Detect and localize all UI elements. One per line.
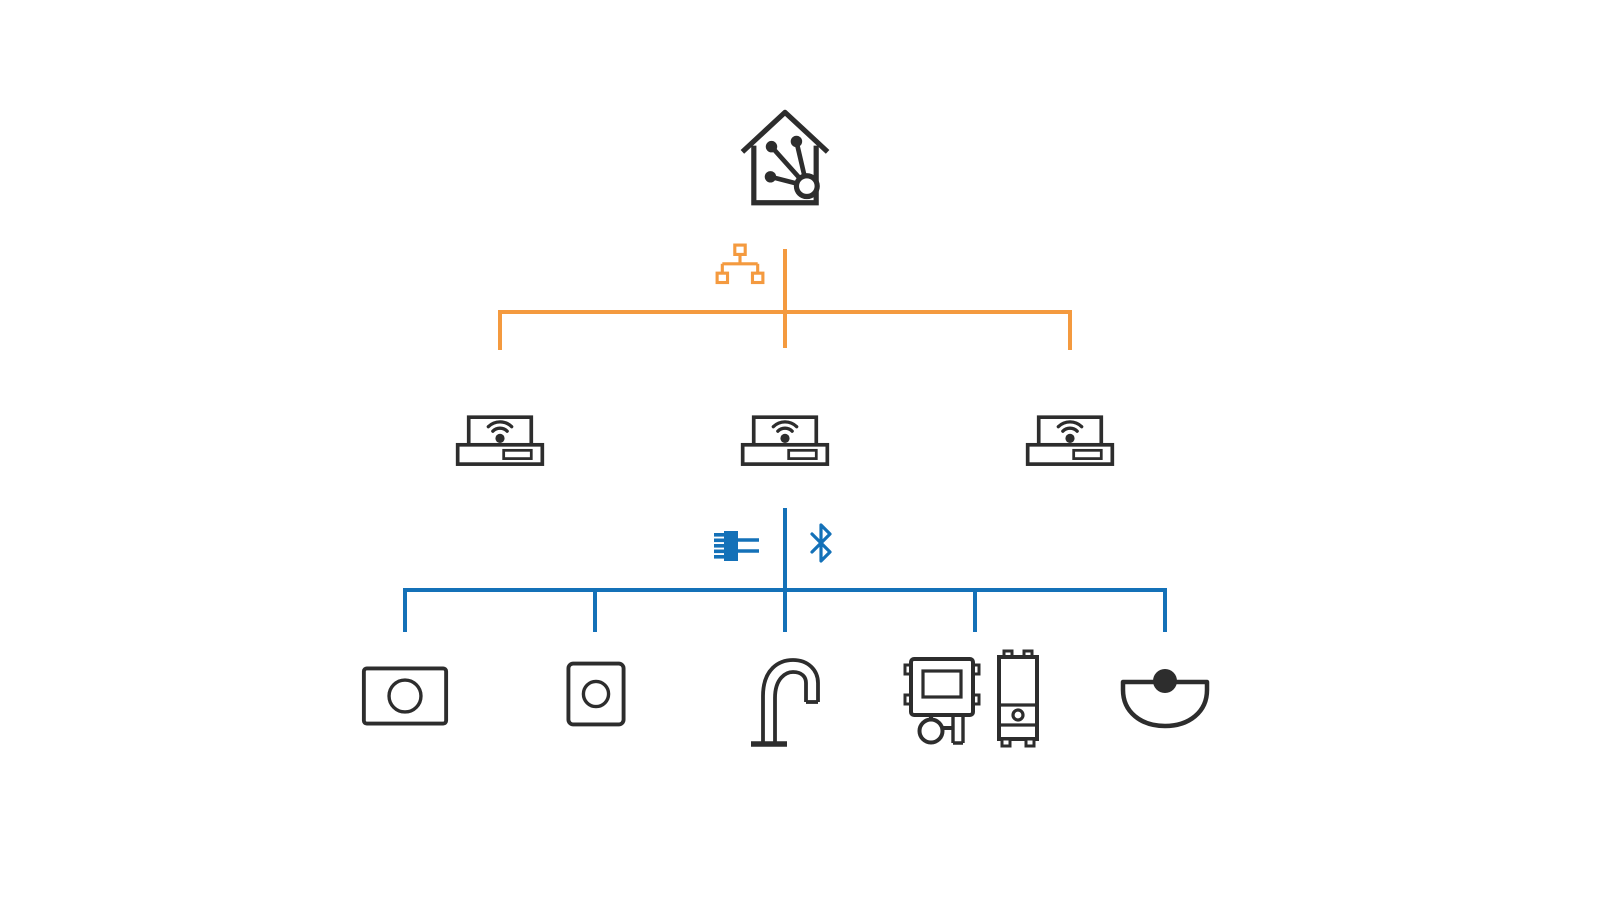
device-drop-line-1 xyxy=(403,588,407,632)
device-protocol-badge-wired xyxy=(712,527,760,565)
device-protocol-badge-bluetooth xyxy=(808,521,834,565)
smart-home-icon xyxy=(740,109,830,206)
wifi-gateway-icon xyxy=(1025,415,1115,466)
device-trunk-line xyxy=(783,508,787,632)
flush-valve-module-icon xyxy=(903,649,1039,748)
device-bus-line xyxy=(403,588,1167,592)
wired-bus-connector-icon xyxy=(714,531,759,561)
flush-actuator-plate-icon xyxy=(361,666,449,726)
compact-actuator-plate-icon xyxy=(566,661,626,727)
device-node-2 xyxy=(566,661,626,727)
bluetooth-icon xyxy=(810,523,832,563)
urinal-sensor-icon xyxy=(1120,669,1210,729)
gateway-node-1 xyxy=(454,392,546,470)
device-drop-line-2 xyxy=(593,588,597,632)
device-node-4 xyxy=(903,645,1043,753)
ethernet-lan-icon xyxy=(715,243,765,285)
device-node-1 xyxy=(361,666,449,726)
wifi-gateway-icon xyxy=(740,415,830,466)
device-node-3 xyxy=(746,652,824,747)
lan-bus-line xyxy=(498,310,1072,314)
lan-trunk-line xyxy=(783,249,787,348)
faucet-icon xyxy=(751,658,820,747)
lan-protocol-badge xyxy=(715,243,765,295)
gateway-node-3 xyxy=(1024,392,1116,470)
device-node-5 xyxy=(1119,668,1211,732)
lan-drop-line-right xyxy=(1068,310,1072,350)
wifi-gateway-icon xyxy=(455,415,545,466)
device-drop-line-5 xyxy=(1163,588,1167,632)
device-drop-line-4 xyxy=(973,588,977,632)
lan-drop-line-left xyxy=(498,310,502,350)
gateway-node-2 xyxy=(739,392,831,470)
root-node xyxy=(733,103,837,209)
